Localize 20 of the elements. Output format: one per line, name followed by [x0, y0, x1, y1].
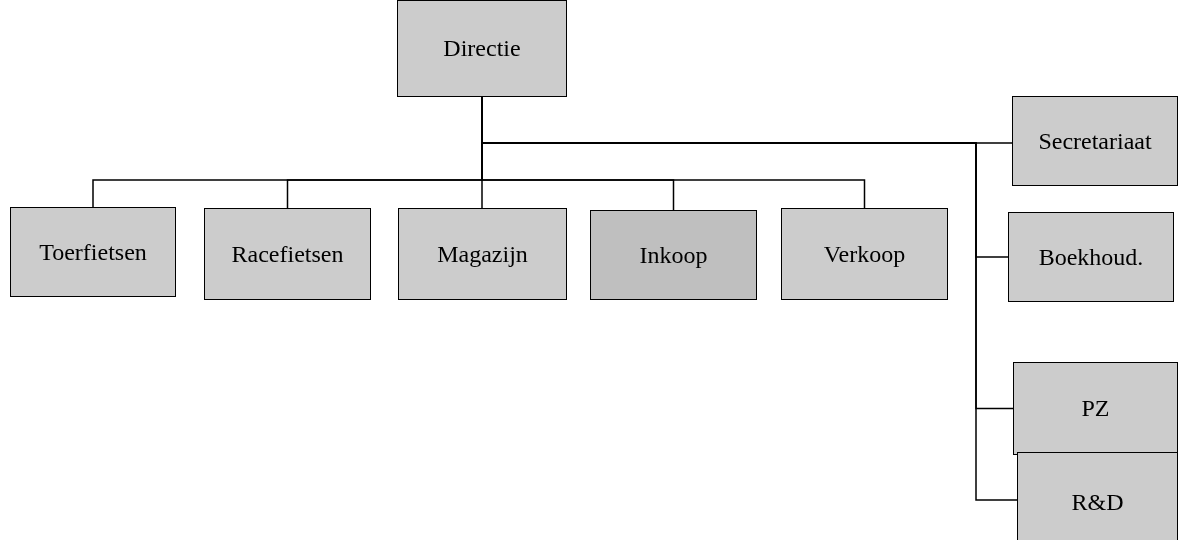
org-unit-box [398, 208, 567, 300]
unit-name: Verkoop [823, 240, 906, 268]
unit-name: Inkoop [639, 241, 708, 269]
org-unit-box [1017, 452, 1178, 540]
unit-name: Boekhoud. [1038, 243, 1144, 271]
unit-name: Directie [443, 35, 521, 62]
org-unit-box [781, 208, 948, 300]
unit-name: PZ [1081, 395, 1110, 422]
unit-name: Racefietsen [231, 240, 344, 268]
unit-name: Magazijn [437, 240, 528, 268]
org-unit-box [1013, 362, 1178, 455]
org-unit-box [1008, 212, 1174, 302]
org-unit-box [204, 208, 371, 300]
org-unit-box [10, 207, 176, 297]
unit-name: R&D [1071, 488, 1124, 516]
org-unit-box [590, 210, 757, 300]
unit-name: Secretariaat [1038, 127, 1152, 155]
unit-name: Toerfietsen [39, 238, 147, 266]
org-unit-box [397, 0, 567, 97]
org-unit-box [1012, 96, 1178, 186]
